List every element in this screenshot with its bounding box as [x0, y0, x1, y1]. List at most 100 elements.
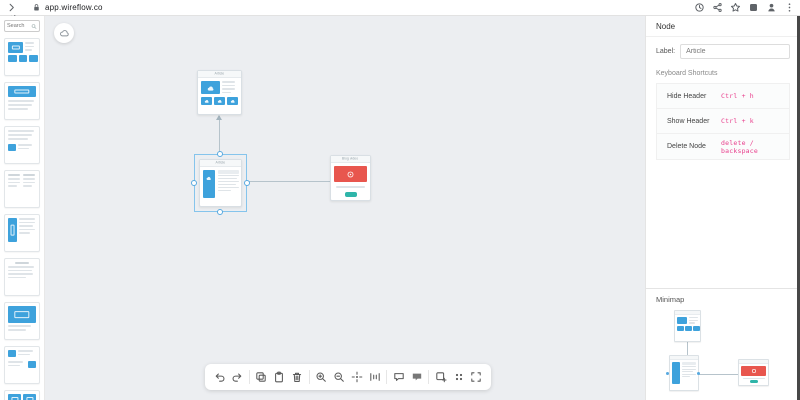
reading-list-icon	[749, 4, 757, 11]
lock-icon	[34, 4, 39, 11]
template-thumb-banner[interactable]	[4, 82, 40, 120]
node-blog-video[interactable]: Blog video	[330, 155, 371, 201]
paste-icon	[275, 371, 284, 383]
node-handle-bottom[interactable]	[217, 209, 223, 215]
template-thumb-side-image[interactable]	[4, 214, 40, 252]
shortcuts-table: Hide Header Ctrl + h Show Header Ctrl + …	[656, 83, 790, 160]
minimap-node-blog-video	[738, 359, 769, 386]
node-handle-right[interactable]	[244, 180, 250, 186]
template-thumb-gallery[interactable]	[4, 38, 40, 76]
node-header: Article	[198, 71, 241, 78]
node-handle-top[interactable]	[217, 151, 223, 157]
minimap[interactable]	[646, 308, 800, 400]
flow-canvas[interactable]: Article	[45, 16, 645, 400]
node-article-selected[interactable]: Article	[199, 159, 242, 207]
minimap-node-handle	[666, 372, 669, 375]
undo-button[interactable]	[213, 368, 226, 386]
address-bar[interactable]: app.wireflow.co	[32, 3, 103, 12]
node-body	[198, 78, 241, 114]
comment-filled-button[interactable]	[410, 368, 423, 386]
undo-icon	[215, 373, 224, 382]
forward-button[interactable]	[4, 2, 18, 14]
play-icon	[347, 171, 354, 177]
zoom-out-button[interactable]	[333, 368, 346, 386]
shortcut-row: Show Header Ctrl + k	[657, 109, 789, 134]
image-placeholder	[227, 97, 238, 105]
focus-button[interactable]	[351, 368, 364, 386]
share-button[interactable]	[710, 2, 724, 14]
menu-icon	[788, 3, 790, 12]
export-frame-button[interactable]	[434, 368, 447, 386]
clock-button[interactable]	[692, 2, 706, 14]
copy-button[interactable]	[255, 368, 268, 386]
cloud-icon	[59, 29, 69, 36]
star-button[interactable]	[728, 2, 742, 14]
shortcut-action: Delete Node	[667, 143, 706, 150]
search-input[interactable]	[7, 23, 31, 29]
trash-icon	[293, 372, 302, 383]
connector-article-to-video[interactable]	[247, 181, 330, 182]
template-thumbnail-list	[0, 38, 44, 400]
image-placeholder	[201, 81, 220, 94]
zoom-out-icon	[334, 372, 344, 382]
node-body	[331, 163, 370, 200]
template-thumb-big-image[interactable]	[4, 302, 40, 340]
minimap-node-article-selected	[669, 355, 699, 391]
minimap-connector	[687, 342, 688, 355]
redo-button[interactable]	[231, 368, 244, 386]
minimap-node-handle	[697, 372, 700, 375]
paste-button[interactable]	[273, 368, 286, 386]
comment-button[interactable]	[392, 368, 405, 386]
fullscreen-icon	[471, 372, 482, 382]
node-handle-left[interactable]	[191, 180, 197, 186]
connector-article-to-article[interactable]	[219, 116, 220, 154]
node-title: Blog video	[342, 157, 359, 161]
reading-list-button[interactable]	[746, 2, 760, 14]
zoom-in-icon	[316, 372, 326, 382]
menu-button[interactable]	[782, 2, 796, 14]
redo-icon	[233, 373, 242, 382]
forward-icon	[9, 3, 14, 12]
template-thumb-two-col[interactable]	[4, 170, 40, 208]
video-placeholder	[334, 166, 367, 182]
shortcut-row: Delete Node delete / backspace	[657, 134, 789, 159]
star-icon	[730, 2, 740, 12]
template-thumb-text[interactable]	[4, 258, 40, 296]
apps-grid-button[interactable]	[452, 368, 465, 386]
window-scrollbar[interactable]	[797, 16, 800, 400]
node-header: Article	[200, 160, 241, 167]
shortcut-keys: Ctrl + k	[721, 117, 754, 125]
back-icon	[6, 0, 17, 1]
comment-filled-icon	[412, 373, 421, 381]
apps-grid-icon	[455, 373, 462, 381]
profile-button[interactable]	[764, 2, 778, 14]
button-placeholder	[344, 192, 357, 197]
minimap-section: Minimap	[646, 288, 800, 400]
search-box[interactable]	[4, 20, 40, 32]
fit-width-button[interactable]	[368, 368, 381, 386]
shortcut-keys: Ctrl + h	[721, 92, 754, 100]
canvas-toolbar	[205, 364, 491, 390]
label-field-caption: Label:	[656, 48, 676, 55]
minimap-connector	[699, 374, 738, 375]
zoom-in-button[interactable]	[315, 368, 328, 386]
node-inspector-panel: Node Label: Keyboard Shortcuts Hide Head…	[645, 16, 800, 400]
template-thumb-text-image[interactable]	[4, 126, 40, 164]
template-thumb-two-images[interactable]	[4, 390, 40, 400]
toolbar-separator	[308, 370, 310, 384]
trash-button[interactable]	[291, 368, 304, 386]
cloud-sync-button[interactable]	[54, 23, 74, 43]
minimap-node-article-gallery	[674, 310, 701, 342]
copy-icon	[256, 372, 267, 382]
shortcut-action: Show Header	[667, 117, 710, 125]
node-label-input[interactable]	[680, 44, 790, 59]
toolbar-separator	[428, 370, 430, 384]
node-article-gallery[interactable]: Article	[197, 70, 242, 115]
template-thumb-scatter-images[interactable]	[4, 346, 40, 384]
template-sidebar	[0, 16, 45, 400]
profile-icon	[767, 3, 775, 12]
url-text: app.wireflow.co	[45, 3, 103, 12]
comment-icon	[394, 373, 404, 381]
fullscreen-button[interactable]	[470, 368, 483, 386]
